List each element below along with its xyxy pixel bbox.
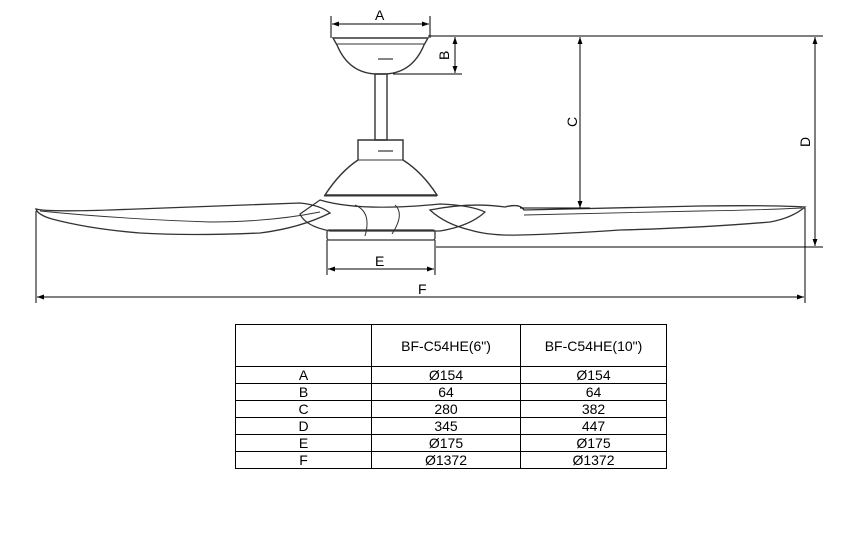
table-cell: Ø154 (520, 366, 667, 384)
table-cell: C (235, 400, 372, 418)
blade-left (34, 202, 332, 236)
table-row: F Ø1372 Ø1372 (235, 451, 667, 469)
table-cell: 447 (520, 417, 667, 435)
table-cell: D (235, 417, 372, 435)
motor-housing (323, 139, 439, 196)
table-header-cell (235, 324, 372, 367)
table-cell: B (235, 383, 372, 401)
fan-outline (34, 37, 807, 241)
table-row: B 64 64 (235, 383, 667, 401)
table-cell: 382 (520, 400, 667, 418)
blade-hub (299, 199, 487, 232)
light-kit (326, 229, 436, 241)
table-header-cell: BF-C54HE(10") (520, 324, 667, 367)
table-header-cell: BF-C54HE(6") (371, 324, 521, 367)
table-cell: 280 (371, 400, 521, 418)
dim-label-e: E (375, 253, 384, 269)
table-cell: Ø175 (520, 434, 667, 452)
dim-label-a: A (375, 7, 385, 23)
canopy (331, 37, 430, 75)
table-cell: A (235, 366, 372, 384)
table-row: D 345 447 (235, 417, 667, 435)
table-cell: Ø175 (371, 434, 521, 452)
table-cell: Ø1372 (520, 451, 667, 469)
table-cell: F (235, 451, 372, 469)
table-row: E Ø175 Ø175 (235, 434, 667, 452)
table-cell: Ø1372 (371, 451, 521, 469)
dim-label-b: B (436, 51, 452, 60)
table-cell: E (235, 434, 372, 452)
dim-label-d: D (797, 137, 813, 147)
dim-label-f: F (418, 281, 427, 297)
table-cell: Ø154 (371, 366, 521, 384)
downrod (374, 73, 388, 141)
table-row: C 280 382 (235, 400, 667, 418)
table-header-row: BF-C54HE(6") BF-C54HE(10") (235, 324, 667, 367)
dimension-spec-table: BF-C54HE(6") BF-C54HE(10") A Ø154 Ø154 B… (235, 324, 667, 469)
table-cell: 64 (371, 383, 521, 401)
dim-label-c: C (564, 117, 580, 127)
dimension-lines (35, 16, 823, 303)
table-cell: 64 (520, 383, 667, 401)
table-row: A Ø154 Ø154 (235, 366, 667, 384)
blade-right (428, 204, 807, 236)
table-cell: 345 (371, 417, 521, 435)
